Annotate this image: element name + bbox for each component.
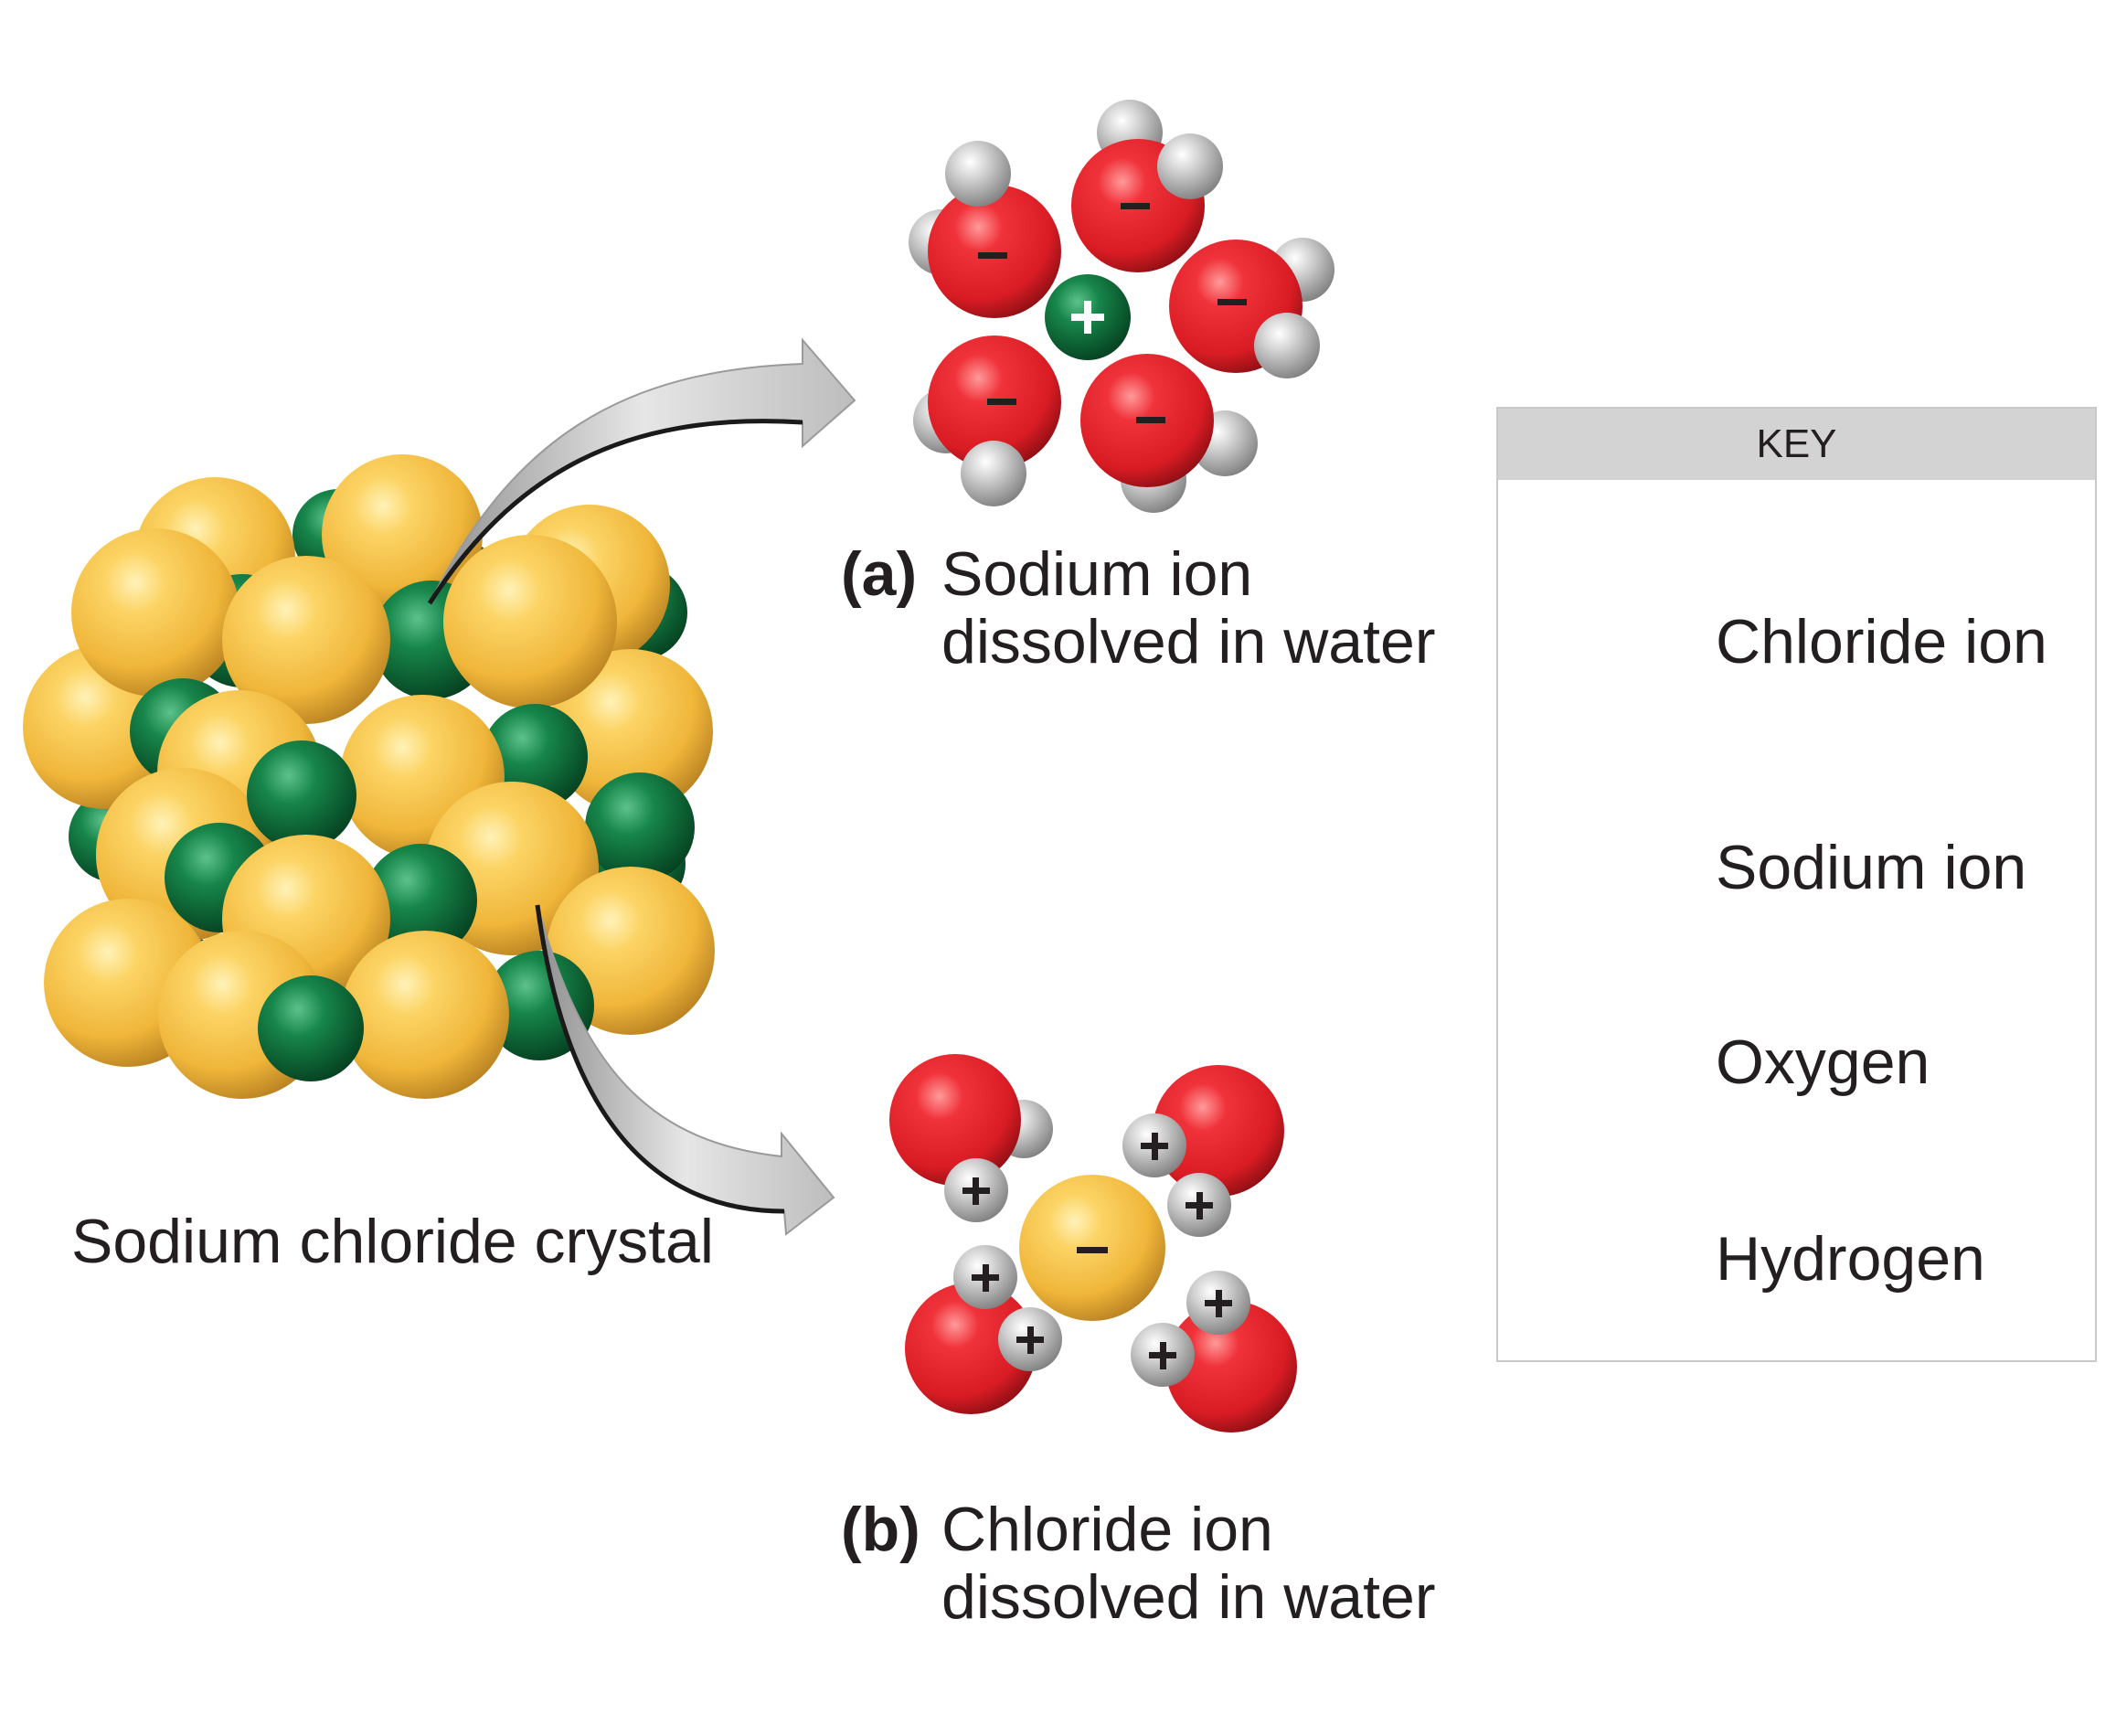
- arrow-to-panel-a: [427, 337, 856, 605]
- key-legend: KEY Chloride ion Sodium ion Oxygen Hydro…: [1496, 407, 2097, 1362]
- key-item-label: Oxygen: [1716, 1028, 1930, 1097]
- key-item-hydrogen: Hydrogen: [1498, 1195, 2095, 1332]
- sodium-chloride-crystal: [23, 454, 715, 1099]
- key-item-chloride: Chloride ion: [1498, 578, 2095, 715]
- chloride-ion-hydration-shell: [889, 1054, 1297, 1432]
- key-item-oxygen: Oxygen: [1498, 998, 2095, 1135]
- arrow-to-panel-b: [535, 904, 835, 1236]
- panel-a-tag: (a): [841, 539, 918, 609]
- sodium-ion-hydration-shell: [909, 100, 1334, 513]
- panel-a-line1: Sodium ion: [941, 539, 1253, 609]
- key-item-label: Sodium ion: [1716, 833, 2027, 902]
- panel-b-line1: Chloride ion: [941, 1495, 1273, 1564]
- key-title: KEY: [1498, 409, 2095, 480]
- panel-a-label: (a) Sodium ion dissolved in water: [841, 539, 1481, 686]
- panel-b-label: (b) Chloride ion dissolved in water: [841, 1495, 1481, 1641]
- panel-a-line2: dissolved in water: [941, 607, 1436, 676]
- key-item-sodium: Sodium ion: [1498, 802, 2095, 939]
- crystal-label: Sodium chloride crystal: [71, 1207, 714, 1276]
- panel-b-tag: (b): [841, 1495, 920, 1564]
- panel-b-line2: dissolved in water: [941, 1562, 1436, 1632]
- key-item-label: Chloride ion: [1716, 607, 2047, 676]
- key-item-label: Hydrogen: [1716, 1224, 1985, 1294]
